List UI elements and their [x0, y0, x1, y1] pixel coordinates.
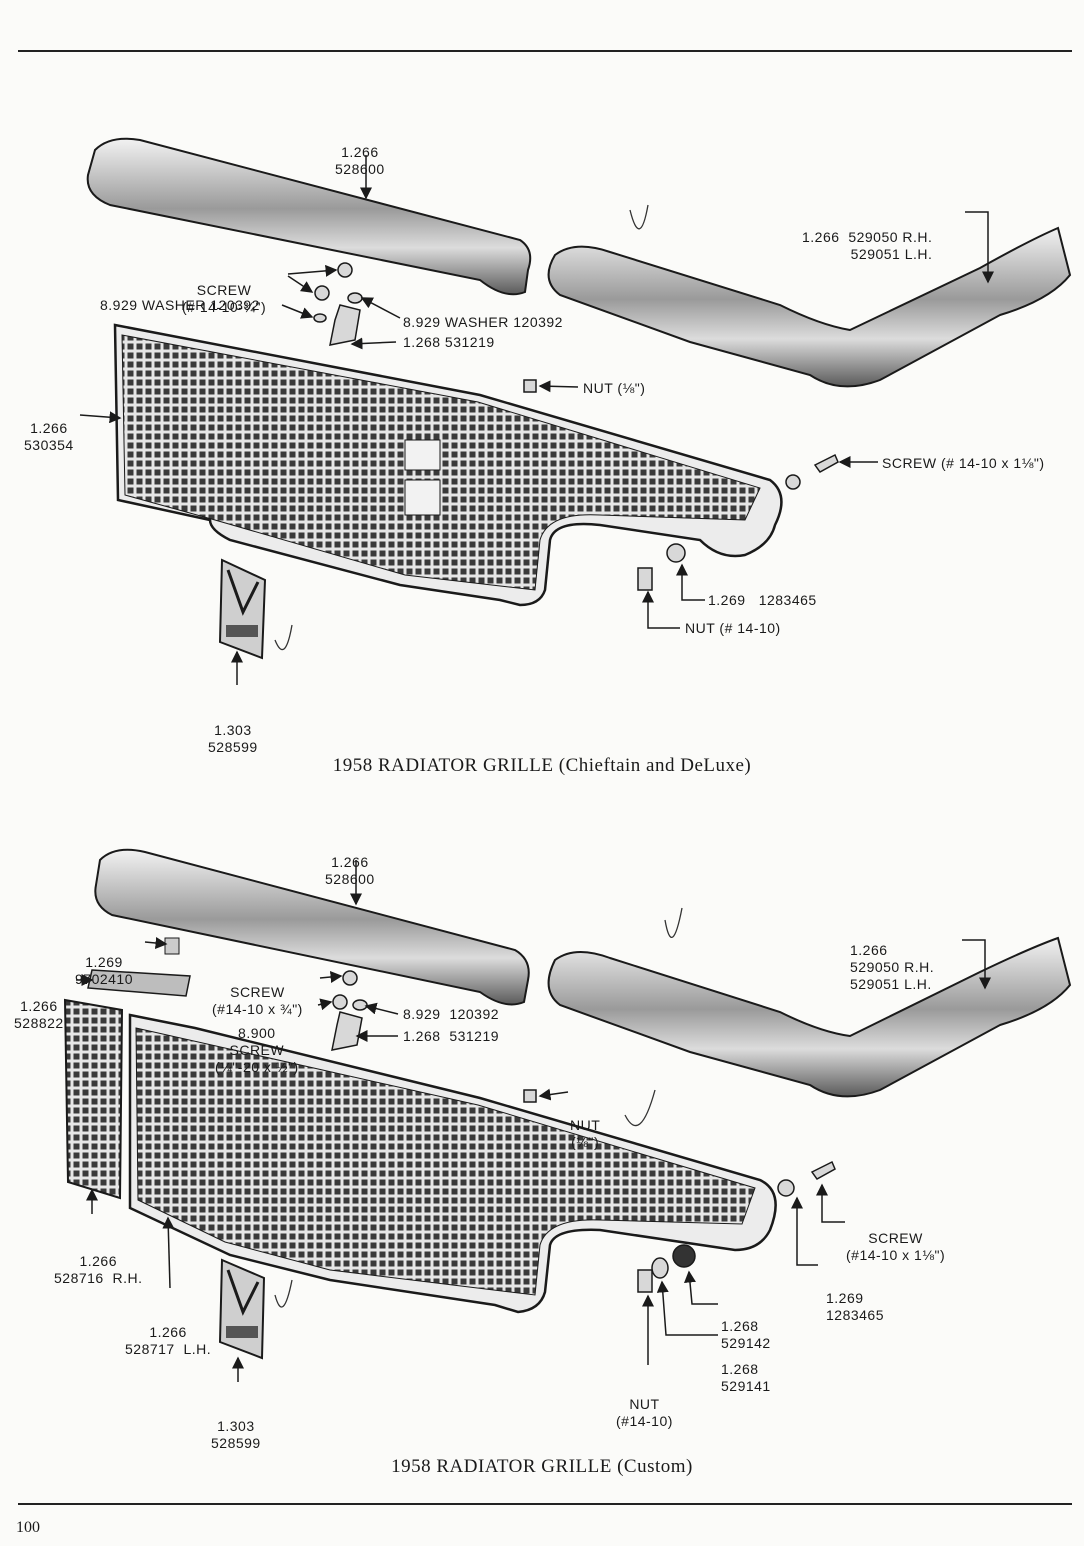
small-parts-2: [331, 970, 836, 1293]
label-nut-small: NUT (⅛"): [583, 380, 646, 396]
emblem-2: [218, 1258, 266, 1360]
label-screw-right: SCREW (# 14-10 x 1⅛"): [882, 455, 1045, 471]
side-molding: [547, 226, 1072, 388]
label-washer-right: 8.929 WASHER 120392: [403, 314, 563, 330]
label-bracket: 1.268 531219: [403, 334, 495, 350]
emblem-1: [218, 558, 267, 660]
caption-custom: 1958 RADIATOR GRILLE (Custom): [391, 1456, 693, 1477]
label-grommet: 1.269 1283465: [708, 592, 817, 608]
label-nut-2: NUT(#14-10): [616, 1396, 673, 1429]
label-bracket-2: 1.268 531219: [403, 1028, 500, 1044]
grille-illustration-1: [79, 137, 1072, 685]
page-number: 100: [16, 1519, 40, 1536]
side-molding-2: [547, 936, 1072, 1098]
grille-illustration-2: [63, 848, 1072, 1382]
label-screw-right-2: SCREW(#14-10 x 1⅛"): [846, 1230, 946, 1263]
grille-rh: [63, 998, 124, 1200]
small-parts-1: [313, 262, 839, 591]
bolt: [164, 937, 180, 955]
label-screw: SCREW(# 14-10-¾"): [182, 282, 267, 315]
bottom-rule: [18, 1503, 1072, 1505]
label-nut-small-2: NUT(⅛"): [570, 1117, 601, 1150]
label-nut: NUT (# 14-10): [685, 620, 781, 636]
leaders-1: [79, 155, 994, 685]
label-washer-left: 8.929 WASHER 120392: [100, 297, 260, 313]
upper-molding-2: [94, 848, 530, 1006]
top-rule: [18, 50, 1072, 52]
upper-molding: [86, 137, 532, 296]
label-screw-top: SCREW(#14-10 x ¾"): [212, 984, 303, 1017]
label-washer-2: 8.929 120392: [403, 1006, 500, 1022]
leaders-2: [76, 860, 991, 1382]
label-side-molding: 1.266 529050 R.H.529051 L.H.: [802, 229, 933, 262]
caption-chieftain-deluxe: 1958 RADIATOR GRILLE (Chieftain and DeLu…: [332, 755, 752, 776]
